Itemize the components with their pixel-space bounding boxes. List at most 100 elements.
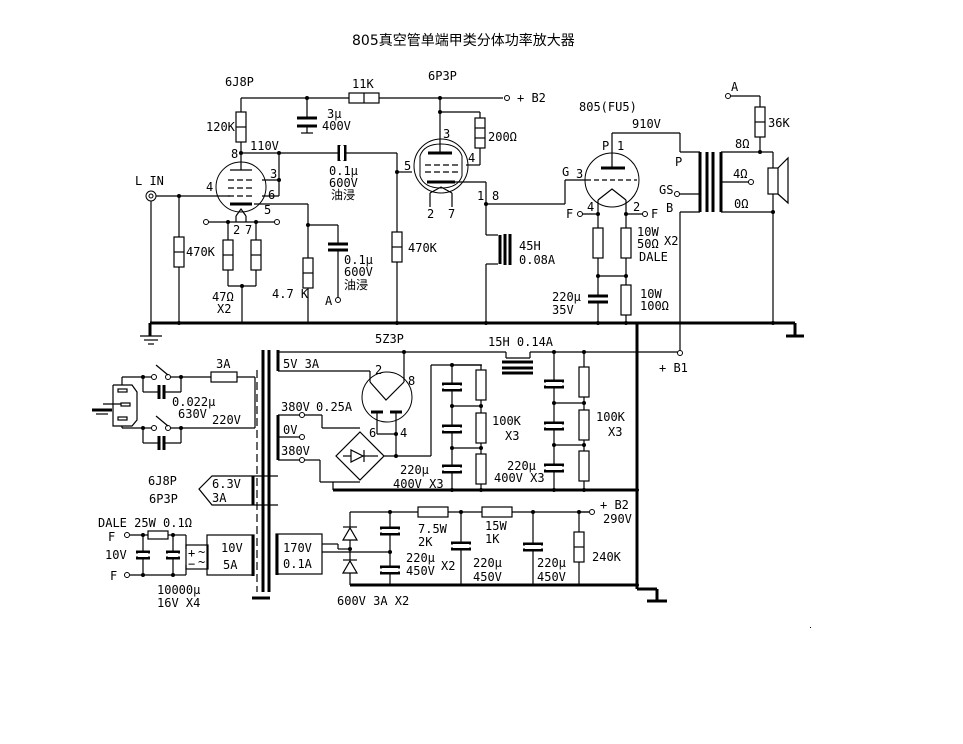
tube-5z3p: [361, 371, 413, 456]
label-f1: F: [566, 207, 573, 221]
label-fuse: 3A: [216, 357, 231, 371]
label-r2-n: X3: [608, 425, 622, 439]
svg-text:~: ~: [198, 545, 205, 559]
pin-label: 7: [448, 207, 455, 221]
label-r-f: 10W: [637, 225, 659, 239]
pin-label: G: [562, 165, 569, 179]
label-c-fb: 0.1μ: [344, 253, 373, 267]
pin-label: 3: [576, 167, 583, 181]
label-heat-tubes1: 6J8P: [148, 474, 177, 488]
resistor-50r-b: [620, 227, 632, 259]
resistor-100k-1c: [475, 453, 487, 485]
resistor-100k-2b: [578, 409, 590, 441]
label-b2: + B2: [517, 91, 546, 105]
label-fil-c-v: 16V X4: [157, 596, 200, 610]
label-tap0: 0Ω: [734, 197, 748, 211]
label-c-dec: 3μ: [327, 107, 341, 121]
choke-15h: [502, 360, 533, 375]
label-b2-r3: 240K: [592, 550, 622, 564]
label-b2-c2: 220μ: [473, 556, 502, 570]
label-c2: 220μ: [507, 459, 536, 473]
label-c-dec-v: 400V: [322, 119, 351, 133]
label-choke-45h-i: 0.08A: [519, 253, 556, 267]
pin-label: 2: [375, 363, 382, 377]
pin-label: 4: [206, 180, 213, 194]
resistor-2k: [417, 506, 449, 518]
label-b2-r1: 7.5W: [418, 522, 448, 536]
label-ot-gs: GS: [659, 183, 673, 197]
tube-6j8p: [215, 156, 267, 217]
label-sec-380b: 380V: [281, 444, 310, 458]
pin-label: 1: [617, 139, 624, 153]
pin-label: 2: [633, 200, 640, 214]
input-jack[interactable]: [145, 190, 157, 202]
pin-label: 2: [233, 223, 240, 237]
label-b2-psu: + B2: [600, 498, 629, 512]
diode-b2-a: [341, 526, 359, 541]
diode-b2-b: [341, 559, 359, 574]
pin-label: 8: [492, 189, 499, 203]
label-r-f2: 50Ω: [637, 237, 659, 251]
input-label: L IN: [135, 174, 164, 188]
fuse-3a: [210, 371, 238, 383]
label-fb-a: A: [325, 294, 333, 308]
label-c2-v: 400V X3: [494, 471, 545, 485]
label-mains: 220V: [212, 413, 241, 427]
power-switch-1[interactable]: [141, 364, 183, 380]
label-r-k2: 100Ω: [640, 299, 669, 313]
label-r1-n: X3: [505, 429, 519, 443]
label-r1: 100K: [492, 414, 522, 428]
label-fil-r: DALE 25W 0.1Ω: [98, 516, 192, 530]
pin-label: 5: [264, 203, 271, 217]
pin-label: 3: [270, 167, 277, 181]
power-transformer: [252, 350, 271, 600]
tube3-label: 805(FU5): [579, 100, 637, 114]
label-ot-p: P: [675, 155, 682, 169]
label-fil-f2: F: [110, 569, 117, 583]
label-b2-volt: 290V: [603, 512, 632, 526]
label-heat-tubes2: 6P3P: [149, 492, 178, 506]
label-c-cpl: 0.1μ: [329, 164, 358, 178]
label-b2-r2-v: 1K: [485, 532, 500, 546]
pin-label: 6: [369, 426, 376, 440]
label-cap-x-v: 630V: [178, 407, 207, 421]
bridge-rectifier-fil: + ~ − ~: [185, 544, 209, 571]
resistor-100k-2c: [578, 450, 590, 482]
label-c1: 220μ: [400, 463, 429, 477]
label-r-36k: 36K: [768, 116, 790, 130]
label-r-cath: 47Ω: [212, 290, 234, 304]
pin-label: 7: [245, 223, 252, 237]
label-ot-b: B: [666, 201, 673, 215]
label-choke-45h: 45H: [519, 239, 541, 253]
label-r-grid1: 470K: [186, 245, 216, 259]
pin-label: 2: [427, 207, 434, 221]
label-b2-c1: 220μ: [406, 551, 435, 565]
label-r-k: 10W: [640, 287, 662, 301]
label-r-g2: 200Ω: [488, 130, 517, 144]
label-fil-sec-i: 5A: [223, 558, 238, 572]
pin-label: 3: [443, 127, 450, 141]
label-b1: + B1: [659, 361, 688, 375]
iec-inlet[interactable]: [112, 384, 138, 427]
diagram-title: 805真空管单端甲类分体功率放大器: [352, 32, 575, 49]
tube1-label: 6J8P: [225, 75, 254, 89]
label-fil-v: 10V: [105, 548, 127, 562]
label-fil-c: 10000μ: [157, 583, 200, 597]
label-c-cpl-v: 600V: [329, 176, 358, 190]
label-b2-c3: 220μ: [537, 556, 566, 570]
label-heat-i: 3A: [212, 491, 227, 505]
pin-label: 4: [468, 151, 475, 165]
pin-label: 6: [268, 188, 275, 202]
svg-text:~: ~: [198, 555, 205, 569]
label-c-fb-t: 油浸: [344, 278, 368, 292]
label-b2-diode: 600V 3A X2: [337, 594, 409, 608]
label-tap8: 8Ω: [735, 137, 749, 151]
resistor-100k-1a: [475, 369, 487, 401]
choke-45h: [498, 234, 512, 265]
label-r-plate1: 120K: [206, 120, 236, 134]
label-f2: F: [651, 207, 658, 221]
label-v-plate3: 910V: [632, 117, 661, 131]
rect-tube-label: 5Z3P: [375, 332, 404, 346]
label-ot-a: A: [731, 80, 739, 94]
label-r-cath-n: X2: [217, 302, 231, 316]
